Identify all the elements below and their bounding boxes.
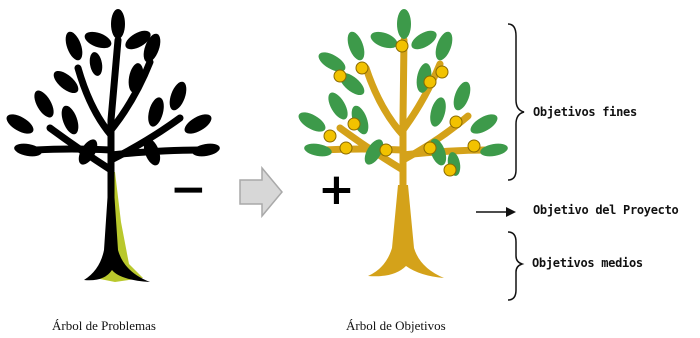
caption-problem-tree: Árbol de Problemas — [52, 318, 156, 333]
plus-sign: + — [318, 164, 355, 215]
minus-sign: − — [170, 164, 207, 215]
label-project: Objetivo del Proyecto — [533, 203, 679, 217]
label-means: Objetivos medios — [532, 256, 643, 270]
label-ends: Objetivos fines — [533, 105, 637, 119]
caption-objective-tree: Árbol de Objetivos — [346, 318, 446, 333]
